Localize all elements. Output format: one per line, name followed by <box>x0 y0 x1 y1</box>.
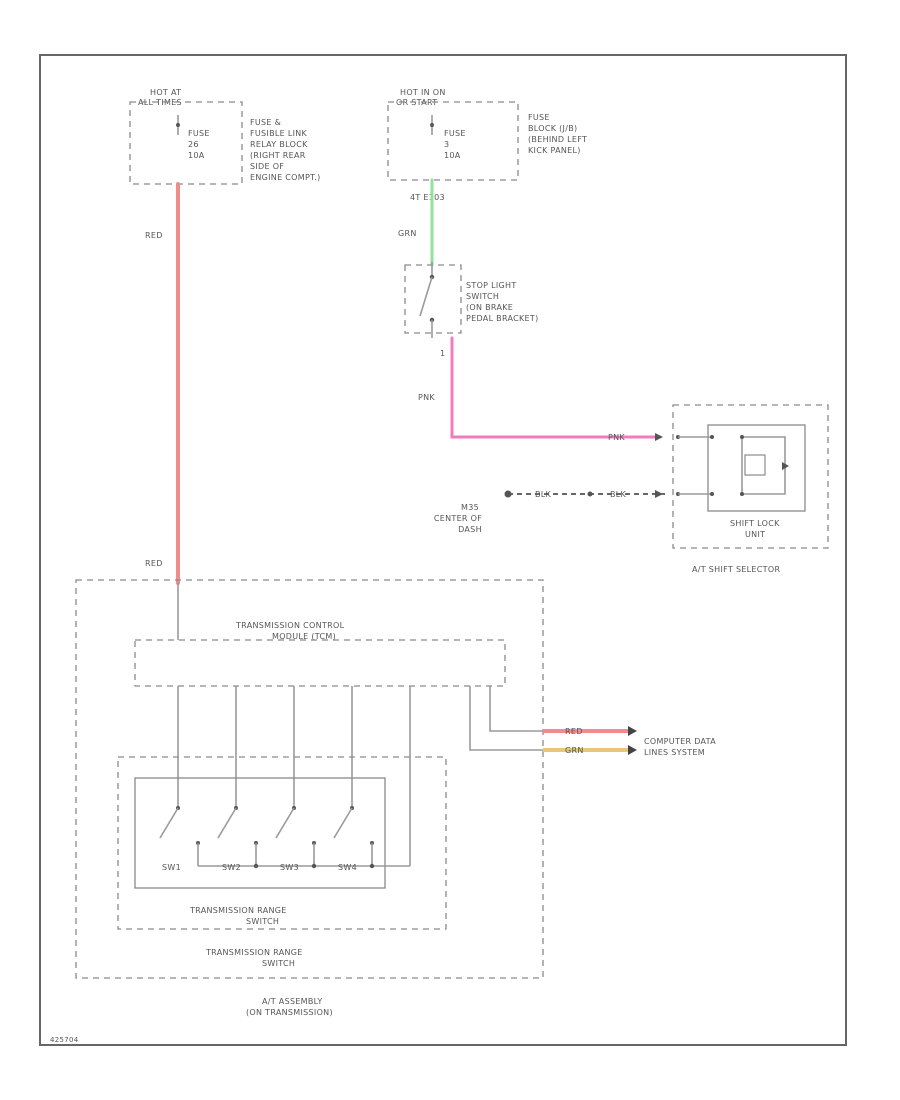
switch-label-sw4: SW4 <box>338 863 357 872</box>
wire-pnk-vertical-label: PNK <box>418 393 435 402</box>
switch-label-sw1: SW1 <box>162 863 181 872</box>
range-switches: SW1 SW2 SW3 SW4 <box>159 806 410 872</box>
wire-red-top-label: RED <box>145 231 163 240</box>
can-red-arrow <box>628 726 637 736</box>
ground-point-icon <box>504 490 512 498</box>
pink-wire-arrow <box>655 433 663 441</box>
tcm-box <box>134 639 506 687</box>
diagram-frame <box>39 54 847 1046</box>
shift-lock-unit <box>707 424 806 512</box>
wire-grn-label: GRN <box>398 229 417 238</box>
switch-label-sw3: SW3 <box>280 863 299 872</box>
wire-blk-2-label: BLK <box>610 490 627 499</box>
can-yellow-arrow <box>628 745 637 755</box>
trs-inner-dashed <box>117 756 447 930</box>
at-assembly-label: A/T ASSEMBLY(ON TRANSMISSION) <box>246 997 333 1017</box>
figure-id: 425704 <box>50 1036 79 1044</box>
wire-grn-can-label: GRN <box>565 746 584 755</box>
wire-red-can-label: RED <box>565 727 583 736</box>
connector-ref-label: 4T E103 <box>410 193 445 202</box>
wire-pnk-horizontal-label: PNK <box>608 433 625 442</box>
wire-red-bottom-label: RED <box>145 559 163 568</box>
pink-wire <box>450 336 662 439</box>
at-shift-selector-label: A/T SHIFT SELECTOR <box>692 565 780 574</box>
solenoid-coil-icon <box>744 454 766 476</box>
wire-blk-1-label: BLK <box>535 490 552 499</box>
switch-label-sw2: SW2 <box>222 863 241 872</box>
trs-switch-box <box>134 777 386 889</box>
pin-mark: 1 <box>440 349 445 358</box>
